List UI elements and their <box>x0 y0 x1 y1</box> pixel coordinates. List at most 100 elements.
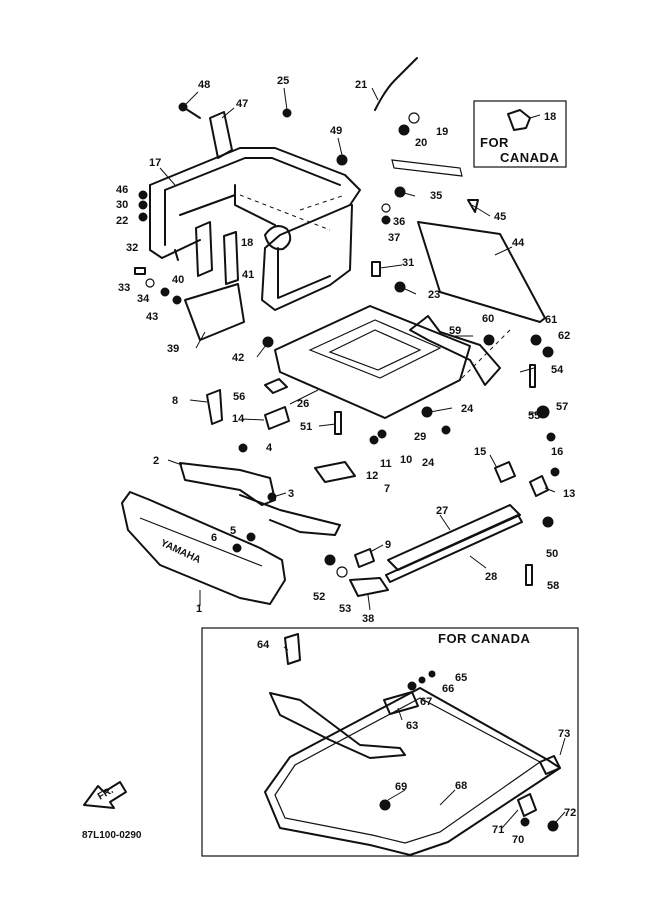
part-65-bolt <box>428 670 436 678</box>
callout-66: 66 <box>442 683 454 695</box>
part-53-washer <box>336 566 348 578</box>
callout-5: 5 <box>230 525 236 537</box>
part-66-washer <box>418 676 426 684</box>
callout-35: 35 <box>430 190 442 202</box>
part-57-nut <box>546 432 556 442</box>
part-27-strip <box>387 504 521 571</box>
callout-labels: 48 25 21 47 49 20 19 17 46 30 22 35 45 1… <box>116 75 576 846</box>
part-56-cap <box>264 378 288 394</box>
part-69-nut <box>379 799 391 811</box>
part-28-strip <box>385 514 523 583</box>
callout-1: 1 <box>196 603 202 615</box>
part-62-nut <box>542 346 554 358</box>
part-34-nut <box>160 287 170 297</box>
part-31-bolt <box>371 261 381 277</box>
part-39-plate <box>184 283 245 341</box>
part-54-bolt <box>529 364 536 388</box>
part-41-bracket <box>223 231 239 285</box>
part-63-bracket <box>383 691 419 715</box>
part-18-lamp <box>507 109 531 131</box>
part-60-bolt <box>483 334 495 346</box>
callout-37: 37 <box>388 232 400 244</box>
callout-41: 41 <box>242 269 254 281</box>
part-67-nut <box>407 681 417 691</box>
part-51-pin <box>334 411 342 435</box>
callout-48: 48 <box>198 79 210 91</box>
callout-54: 54 <box>551 364 564 376</box>
part-16-bolt <box>550 467 560 477</box>
callout-19: 19 <box>436 126 448 138</box>
callout-59: 59 <box>449 325 461 337</box>
callout-20: 20 <box>415 137 427 149</box>
callout-34: 34 <box>137 293 150 305</box>
callout-73: 73 <box>558 728 570 740</box>
callout-3: 3 <box>288 488 294 500</box>
callout-69: 69 <box>395 781 407 793</box>
callout-2: 2 <box>153 455 159 467</box>
part-18-lamp <box>264 225 292 251</box>
part-33-washer <box>145 278 155 288</box>
part-61-knob <box>530 334 542 346</box>
callout-29: 29 <box>414 431 426 443</box>
part-23-bolt <box>394 281 406 293</box>
callout-9: 9 <box>385 539 391 551</box>
part-40-bracket <box>195 221 213 277</box>
part-4-nut <box>238 443 248 453</box>
part-3-bolt <box>267 492 277 502</box>
callout-25: 25 <box>277 75 289 87</box>
inset-part-number: 18 <box>544 111 556 123</box>
callout-47: 47 <box>236 98 248 110</box>
part-20-washer <box>398 124 410 136</box>
callout-43: 43 <box>146 311 158 323</box>
part-26-base-plate <box>274 305 471 419</box>
callout-14: 14 <box>232 413 245 425</box>
part-21-cable <box>374 57 418 111</box>
callout-12: 12 <box>366 470 378 482</box>
callout-22: 22 <box>116 215 128 227</box>
callout-31: 31 <box>402 257 414 269</box>
callout-68: 68 <box>455 780 467 792</box>
callout-51: 51 <box>300 421 312 433</box>
callout-7: 7 <box>384 483 390 495</box>
part-44-plate <box>417 221 546 323</box>
part-19-grommet <box>408 112 420 124</box>
callout-24: 24 <box>461 403 474 415</box>
part-72-bolt <box>547 820 559 832</box>
callout-28: 28 <box>485 571 497 583</box>
callout-45: 45 <box>494 211 506 223</box>
part-29-nut <box>441 425 451 435</box>
part-43-nut <box>172 295 182 305</box>
inset-label-canada: CANADA <box>500 150 559 165</box>
part-38-pad <box>349 577 389 597</box>
callout-62: 62 <box>558 330 570 342</box>
callout-64: 64 <box>257 639 270 651</box>
callout-49: 49 <box>330 125 342 137</box>
part-71-bracket <box>517 793 537 817</box>
callout-55: 55 <box>528 410 540 422</box>
part-6-nut <box>232 543 242 553</box>
callout-15: 15 <box>474 446 486 458</box>
callout-4: 4 <box>266 442 273 454</box>
callout-40: 40 <box>172 274 184 286</box>
part-arrow-strip <box>391 159 463 177</box>
callout-36: 36 <box>393 216 405 228</box>
callout-65: 65 <box>455 672 467 684</box>
part-25-nut <box>282 108 292 118</box>
callout-16: 16 <box>551 446 563 458</box>
part-13-bracket <box>529 475 549 497</box>
part-52-nut <box>324 554 336 566</box>
callout-10: 10 <box>400 454 412 466</box>
inset-bottom-title: FOR CANADA <box>438 631 530 646</box>
callout-39: 39 <box>167 343 179 355</box>
callout-27: 27 <box>436 505 448 517</box>
callout-13: 13 <box>563 488 575 500</box>
part-14-block <box>264 406 290 430</box>
part-47-clip <box>209 111 233 159</box>
callout-23: 23 <box>428 289 440 301</box>
part-36-washer <box>381 203 391 213</box>
inset-label-for: FOR <box>480 135 509 150</box>
part-15-block <box>494 461 516 483</box>
callout-17: 17 <box>149 157 161 169</box>
canada-inset-bottom: FOR CANADA <box>201 627 579 857</box>
